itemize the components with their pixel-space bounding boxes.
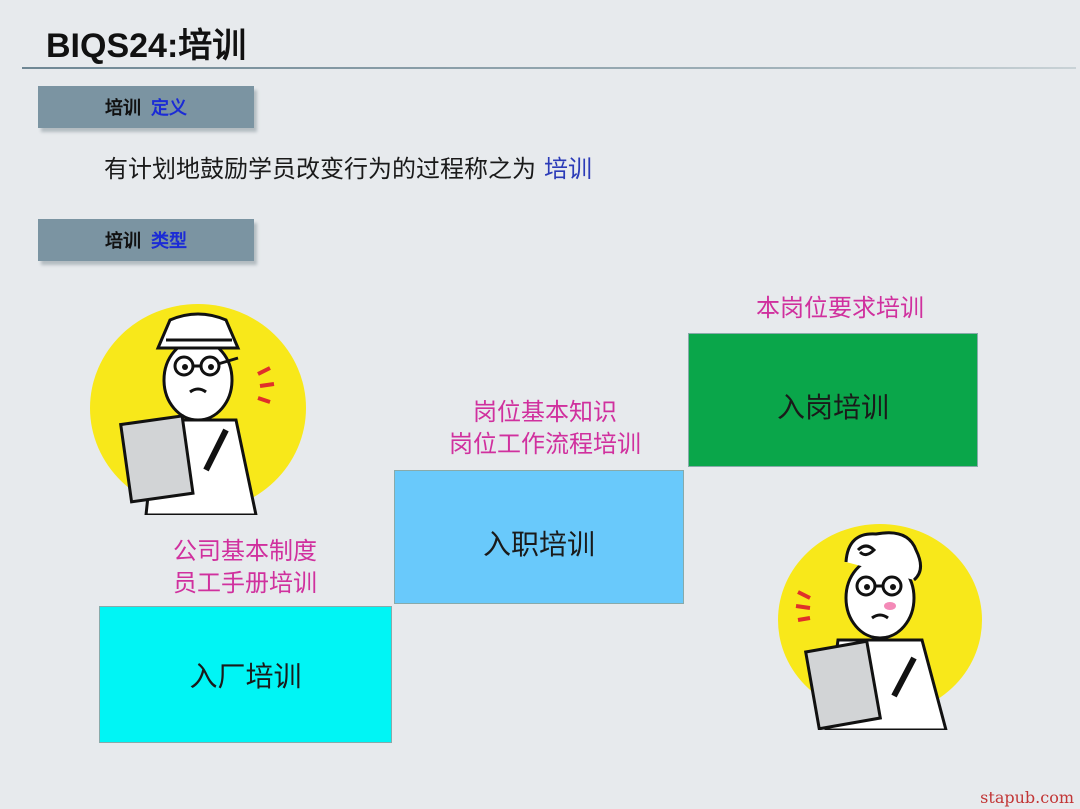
tab-types-highlight: 类型 bbox=[151, 231, 187, 252]
tab-types-label: 培训 bbox=[105, 231, 141, 252]
definition-text: 有计划地鼓励学员改变行为的过程称之为培训 bbox=[104, 149, 592, 184]
tab-definition-label: 培训 bbox=[105, 98, 141, 119]
step-3-label: 入岗培训 bbox=[776, 391, 889, 424]
definition-body: 有计划地鼓励学员改变行为的过程称之为 bbox=[104, 155, 536, 183]
step-1-caption: 公司基本制度 员工手册培训 bbox=[150, 535, 340, 599]
step-2-box: 入职培训 bbox=[394, 470, 684, 604]
tab-definition: 培训 定义 bbox=[38, 86, 254, 128]
step-3-box: 入岗培训 bbox=[688, 333, 978, 467]
step-2-label: 入职培训 bbox=[482, 528, 595, 561]
step-1-caption-line2: 员工手册培训 bbox=[173, 569, 317, 597]
step-2-caption: 岗位基本知识 岗位工作流程培训 bbox=[430, 396, 660, 460]
step-2-caption-line2: 岗位工作流程培训 bbox=[449, 430, 641, 458]
definition-highlight: 培训 bbox=[544, 155, 592, 183]
tab-types: 培训 类型 bbox=[38, 219, 254, 261]
inspector-illustration bbox=[90, 304, 306, 515]
step-3-caption-line1: 本岗位要求培训 bbox=[756, 294, 924, 322]
page-title: BIQS24:培训 bbox=[46, 27, 247, 65]
step-1-label: 入厂培训 bbox=[189, 659, 302, 693]
watermark: stapub.com bbox=[980, 788, 1074, 807]
step-2-caption-line1: 岗位基本知识 bbox=[473, 398, 617, 426]
step-1-box: 入厂培训 bbox=[99, 606, 392, 743]
woman-illustration bbox=[778, 524, 982, 730]
step-1-caption-line1: 公司基本制度 bbox=[173, 537, 317, 565]
step-3-caption: 本岗位要求培训 bbox=[740, 292, 940, 324]
title-divider bbox=[22, 67, 1076, 69]
tab-definition-highlight: 定义 bbox=[151, 98, 187, 119]
